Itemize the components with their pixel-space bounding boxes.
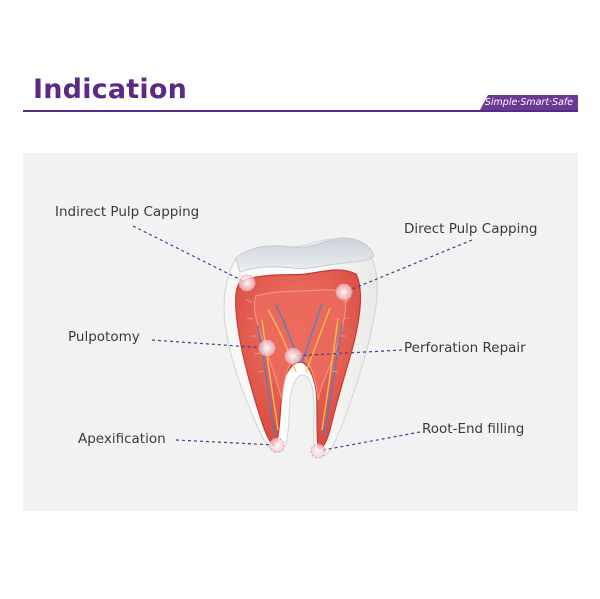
label-perforation-repair: Perforation Repair (404, 340, 526, 356)
marker-root-end-filling (310, 443, 326, 459)
tooth-enamel (235, 237, 375, 273)
title-underline (23, 110, 578, 112)
marker-apexification (269, 437, 285, 453)
label-apexification: Apexification (78, 431, 166, 447)
brand-tagline: Simple·Smart·Safe (480, 95, 578, 110)
leader-lines (132, 225, 473, 452)
indication-markers (238, 274, 353, 459)
label-direct-pulp-capping: Direct Pulp Capping (404, 221, 538, 237)
dentin-striations (245, 299, 351, 373)
label-root-end-filling: Root-End filling (422, 421, 524, 437)
marker-perforation-repair (284, 347, 302, 365)
marker-direct-pulp-capping (335, 283, 353, 301)
label-pulpotomy: Pulpotomy (68, 329, 140, 345)
label-indirect-pulp-capping: Indirect Pulp Capping (55, 204, 199, 220)
marker-pulpotomy (258, 339, 276, 357)
pulp-inner (253, 289, 347, 401)
marker-indirect-pulp-capping (238, 274, 256, 292)
page-title: Indication (33, 74, 188, 105)
